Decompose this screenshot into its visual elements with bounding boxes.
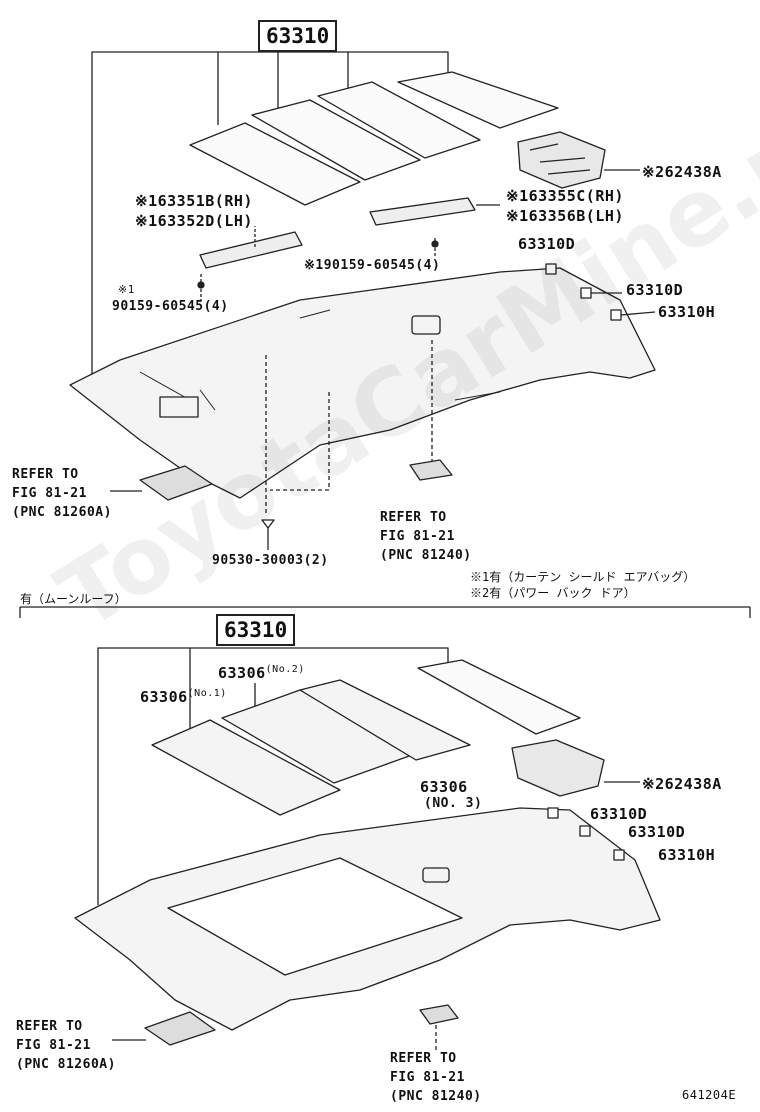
- top-visor-right: [369, 197, 476, 226]
- bottom-panel-no2-part: 63306: [218, 664, 266, 682]
- top-note-2: ※2有（パワー バック ドア）: [470, 586, 636, 600]
- top-visor-rh-label: ※163351B(RH): [135, 192, 253, 210]
- bottom-insulator-panels: [151, 679, 471, 816]
- bottom-pad-62438A: [511, 739, 605, 797]
- top-visor2-rh-mark: ※1: [506, 187, 529, 205]
- top-visor2-lh-mark: ※1: [506, 207, 529, 225]
- top-pad-mark: ※2: [642, 163, 665, 181]
- top-visor-rh-part: 63351B(RH): [157, 192, 253, 210]
- top-dashed-leaders: [265, 340, 433, 515]
- bottom-headliner-body: [74, 807, 661, 1031]
- bottom-clips: [547, 807, 625, 861]
- top-visor2-lh-part: 63356B(LH): [528, 207, 624, 225]
- top-clip-90530: [261, 519, 275, 529]
- top-visor-lh-mark: ※1: [135, 212, 158, 230]
- top-lamps: [139, 459, 453, 501]
- top-pad-label: ※262438A: [642, 163, 722, 181]
- bottom-pad-label: ※262438A: [642, 775, 722, 793]
- top-bracket-lines: [91, 51, 449, 388]
- top-pad-part: 62438A: [664, 163, 722, 181]
- top-visor2-lh-label: ※163356B(LH): [506, 207, 624, 225]
- top-screw-b-mark: ※1: [304, 258, 324, 273]
- bottom-rear-panel: [417, 659, 581, 735]
- top-refer-left-line2: FIG 81-21: [12, 486, 87, 501]
- top-clip-bottom-label: 90530-30003(2): [212, 553, 329, 568]
- top-headliner-body: [69, 267, 656, 499]
- bottom-panel-no3-sub: (NO. 3): [424, 796, 483, 811]
- top-refer-center-line2: FIG 81-21: [380, 529, 455, 544]
- section-separator: [19, 606, 751, 618]
- top-diagram: [69, 51, 656, 550]
- top-note-1: ※1有（カーテン シールド エアバッグ）: [470, 570, 696, 584]
- top-visor2-rh-part: 63355C(RH): [528, 187, 624, 205]
- top-screw-a-label: 90159-60545(4): [112, 299, 229, 314]
- top-visor-lh-label: ※163352D(LH): [135, 212, 253, 230]
- top-clip-d2-label: 63310D: [626, 281, 684, 299]
- bottom-refer-center-line3: (PNC 81240): [390, 1089, 482, 1104]
- bottom-diagram: [74, 647, 661, 1050]
- bottom-section-label: 有（ムーンルーフ）: [20, 592, 127, 606]
- top-refer-center-line3: (PNC 81240): [380, 548, 472, 563]
- bottom-clip-d2-label: 63310D: [628, 823, 686, 841]
- top-clip-d1-label: 63310D: [518, 235, 576, 253]
- bottom-panel-no2-label: 63306(No.2): [218, 664, 305, 682]
- bottom-lamps: [144, 1004, 459, 1046]
- bottom-panel-no1-part: 63306: [140, 688, 188, 706]
- top-visor-lh-part: 63352D(LH): [157, 212, 253, 230]
- top-refer-left-line3: (PNC 81260A): [12, 505, 112, 520]
- bottom-refer-left-line3: (PNC 81260A): [16, 1057, 116, 1072]
- bottom-refer-left-line2: FIG 81-21: [16, 1038, 91, 1053]
- bottom-clip-d1-label: 63310D: [590, 805, 648, 823]
- top-main-part-number: 63310: [258, 20, 338, 52]
- bottom-refer-center-line1: REFER TO: [390, 1051, 457, 1066]
- figure-code: 641204E: [682, 1088, 737, 1102]
- top-pad-62438A: [517, 131, 606, 189]
- top-screw-a-mark: ※1: [118, 283, 135, 296]
- top-refer-center-line1: REFER TO: [380, 510, 447, 525]
- bottom-pad-mark: ※2: [642, 775, 665, 793]
- top-refer-left-line1: REFER TO: [12, 467, 79, 482]
- top-visor2-rh-label: ※163355C(RH): [506, 187, 624, 205]
- bottom-refer-center-line2: FIG 81-21: [390, 1070, 465, 1085]
- bottom-refer-left-line1: REFER TO: [16, 1019, 83, 1034]
- bottom-panel-no2-sub: (No.2): [265, 664, 305, 675]
- bottom-main-part-number: 63310: [216, 614, 296, 646]
- top-screw-b-label: ※190159-60545(4): [304, 258, 440, 273]
- bottom-pad-part: 62438A: [664, 775, 722, 793]
- top-visor-left: [199, 231, 303, 269]
- top-screws: [197, 238, 439, 300]
- bottom-panel-no3-label: 63306: [420, 778, 468, 796]
- top-clip-leaders: [591, 292, 656, 316]
- bottom-clip-h-label: 63310H: [658, 846, 716, 864]
- bottom-panel-no1-label: 63306(No.1): [140, 688, 227, 706]
- bottom-panel-no1-sub: (No.1): [187, 688, 227, 699]
- top-insulator-panels: [189, 71, 559, 206]
- top-visor-rh-mark: ※1: [135, 192, 158, 210]
- top-clip-h-label: 63310H: [658, 303, 716, 321]
- top-screw-b-part: 90159-60545(4): [323, 258, 441, 273]
